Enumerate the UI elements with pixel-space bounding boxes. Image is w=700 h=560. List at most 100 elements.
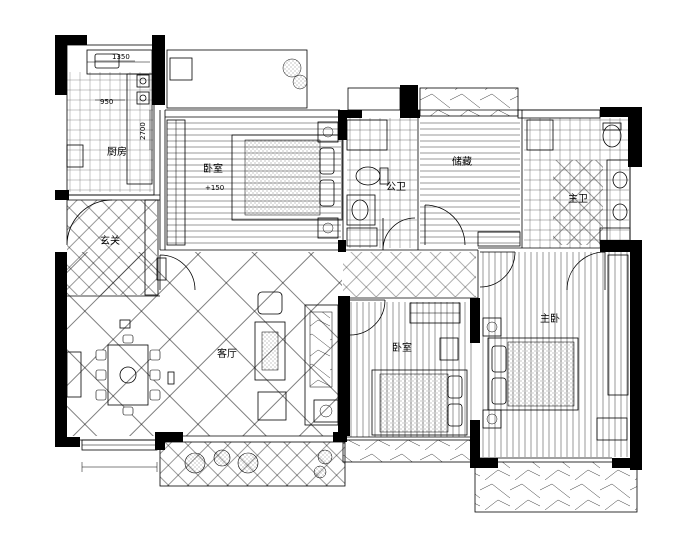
wall-segment xyxy=(333,432,347,442)
wall-segment xyxy=(155,432,183,442)
wall-segment xyxy=(55,35,67,95)
wall-segment xyxy=(55,35,87,45)
room-label-master-bath: 主卫 xyxy=(568,193,588,205)
sofa xyxy=(304,304,339,426)
wall-segment xyxy=(628,107,642,167)
dining-table xyxy=(107,344,149,406)
nightstand xyxy=(482,317,502,337)
door-swing xyxy=(159,254,196,291)
wall-segment xyxy=(400,85,418,115)
pillow xyxy=(491,345,507,373)
room-level-bedroom-north: +150 xyxy=(205,184,224,192)
stove-burner xyxy=(136,74,150,88)
room-label-bedroom-small: 卧室 xyxy=(392,341,412,354)
room-label-kitchen: 厨房 xyxy=(107,145,127,158)
wall-segment xyxy=(470,420,480,468)
coffee-table-top xyxy=(261,331,279,371)
stove-burner xyxy=(139,94,147,102)
wall-segment xyxy=(400,110,420,118)
armchair xyxy=(257,291,283,315)
wall-segment xyxy=(470,298,480,343)
wall-segment xyxy=(612,458,642,468)
washbasin xyxy=(346,194,376,226)
lamp-icon xyxy=(322,126,334,138)
toilet-tank xyxy=(602,122,622,131)
balcony-south-bedroom xyxy=(342,439,472,463)
plant-icon xyxy=(313,449,333,479)
sideboard xyxy=(66,351,82,398)
pillow xyxy=(491,377,507,405)
cabinet xyxy=(599,227,631,245)
wall-segment xyxy=(55,437,80,447)
desk xyxy=(596,417,628,441)
study-floor xyxy=(420,118,520,246)
kitchen-counter xyxy=(126,73,153,185)
wall-segment xyxy=(600,240,632,252)
window xyxy=(517,109,601,119)
double-bed xyxy=(487,337,579,411)
nightstand xyxy=(317,217,339,239)
stove-burner xyxy=(136,91,150,105)
wall-segment xyxy=(55,252,67,447)
wall-cabinet xyxy=(156,257,167,281)
washbasin-bowl xyxy=(612,203,628,221)
pillow xyxy=(447,403,463,427)
door-swing xyxy=(566,251,606,291)
pillow xyxy=(447,375,463,399)
dim-kitchen-width: 1350 xyxy=(112,53,130,61)
door-swing xyxy=(349,299,386,336)
pillow xyxy=(319,147,335,175)
toilet-icon xyxy=(602,124,622,148)
wall-segment xyxy=(55,190,69,200)
corridor-floor xyxy=(343,252,476,297)
room-label-study: 储藏 xyxy=(452,155,472,168)
desk xyxy=(439,337,459,361)
washbasin-bowl xyxy=(351,199,369,221)
study-desk xyxy=(477,231,521,247)
nightstand xyxy=(317,121,339,143)
balcony-chairs xyxy=(184,449,259,474)
lamp-icon xyxy=(486,321,498,333)
plant-icon xyxy=(282,58,308,90)
wall-segment xyxy=(630,240,642,470)
side-table xyxy=(313,399,339,423)
coffee-table xyxy=(254,321,286,381)
balcony-north xyxy=(166,49,308,109)
tv-cabinet xyxy=(607,254,629,396)
toilet-tank xyxy=(379,167,389,185)
dim-kitchen-depth: 2700 xyxy=(139,122,147,140)
double-bed xyxy=(231,134,343,221)
double-bed xyxy=(371,369,468,436)
master-bath-shower xyxy=(553,160,603,245)
column xyxy=(167,371,175,385)
pillow xyxy=(319,179,335,207)
wall-segment xyxy=(152,35,165,105)
shelf xyxy=(526,119,554,151)
bed-quilt xyxy=(244,139,321,216)
nightstand xyxy=(482,409,502,429)
shoe-cabinet xyxy=(144,199,159,296)
fridge xyxy=(66,144,84,168)
centerpiece xyxy=(119,366,137,384)
door-swing xyxy=(66,199,113,246)
room-label-bedroom-north: 卧室 xyxy=(203,162,223,175)
pendant-fixture xyxy=(119,319,131,329)
vanity xyxy=(606,159,631,246)
stove-burner xyxy=(139,77,147,85)
wall-segment xyxy=(338,240,346,252)
lamp-icon xyxy=(486,413,498,425)
shower-tray xyxy=(346,119,388,151)
room-label-master-bedroom: 主卧 xyxy=(540,312,560,325)
dim-counter: 950 xyxy=(100,98,113,106)
dining-chairs xyxy=(95,334,161,416)
room-label-public-bath: 公卫 xyxy=(386,182,406,193)
bed-quilt xyxy=(507,341,575,407)
bed-quilt xyxy=(379,373,449,433)
balcony-master xyxy=(474,461,638,513)
wall-segment xyxy=(600,107,642,117)
wall-segment xyxy=(338,110,362,118)
cabinet xyxy=(346,227,378,247)
wall-segment xyxy=(155,432,165,450)
wall-segment xyxy=(338,110,347,140)
